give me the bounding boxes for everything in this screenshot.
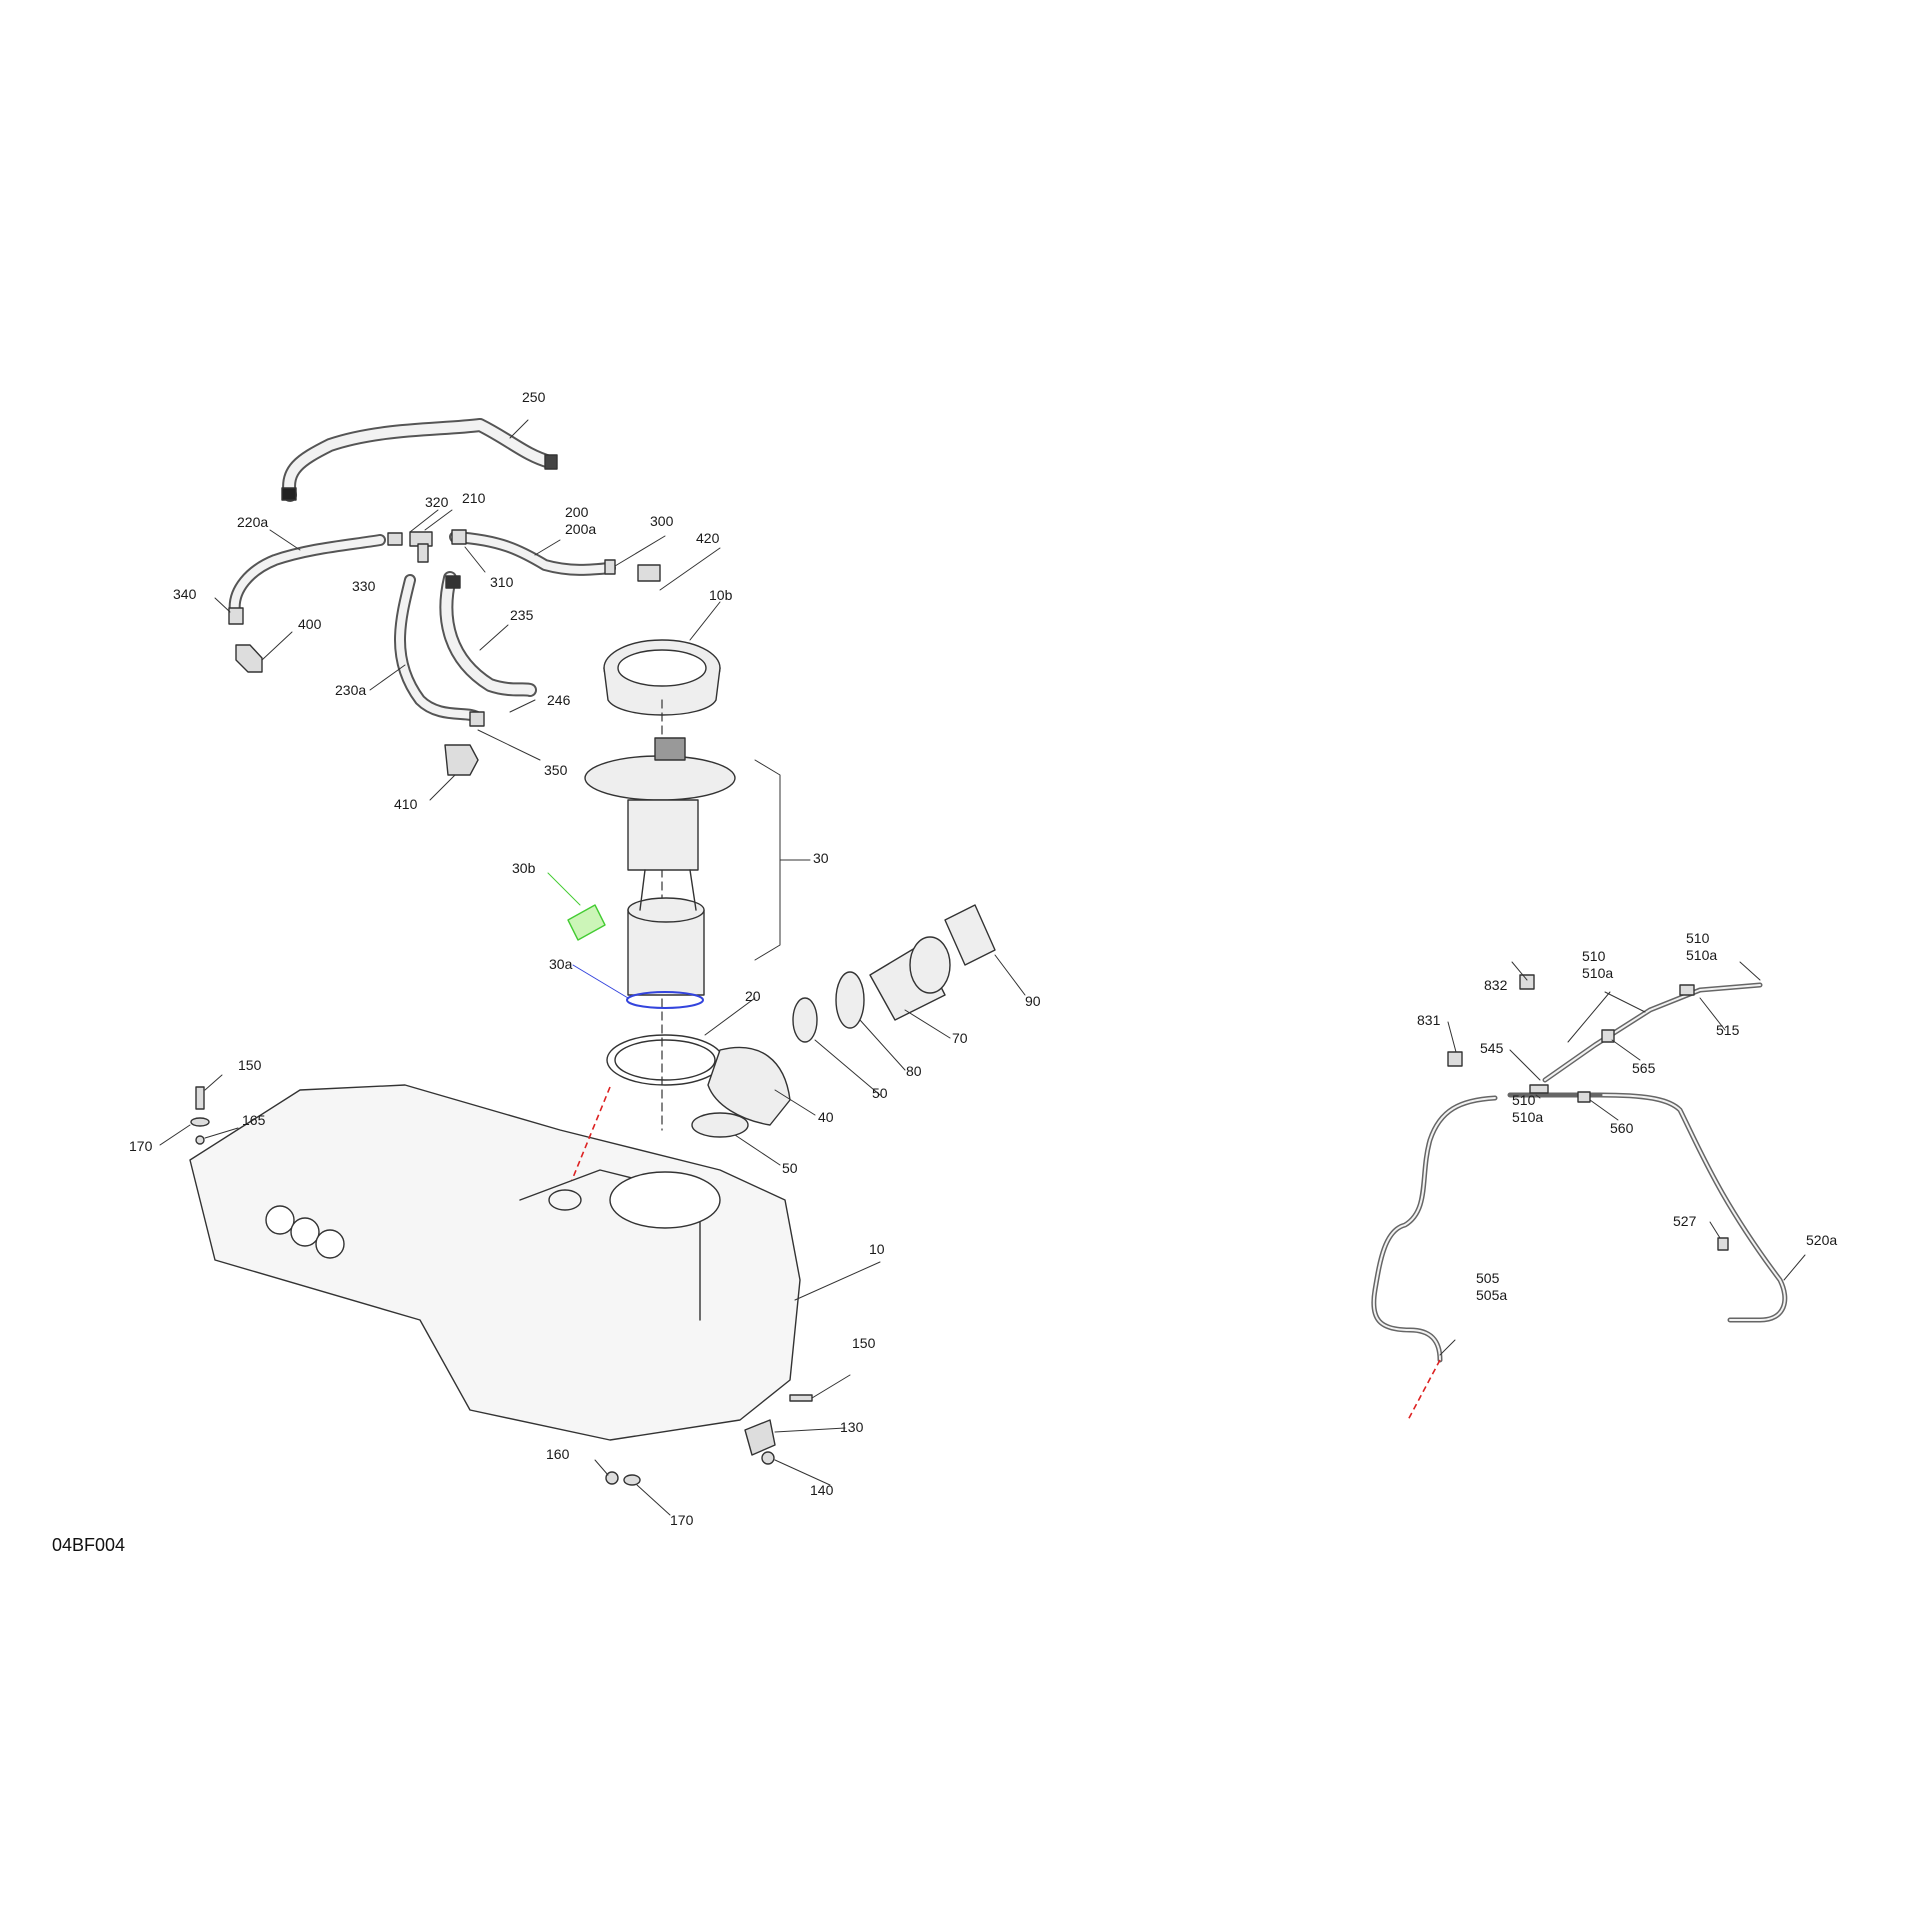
callout-320: 320 (425, 494, 449, 510)
oring-30a (572, 964, 704, 1009)
callout-235: 235 (510, 607, 534, 623)
callout-420: 420 (696, 530, 720, 546)
callout-300: 300 (650, 513, 674, 529)
callout-330: 330 (352, 578, 376, 594)
fittings-350-410 (429, 711, 541, 801)
filler-parts (691, 904, 1026, 1166)
callout-250: 250 (522, 389, 546, 405)
callout-527: 527 (1673, 1213, 1697, 1229)
hose-250 (281, 418, 558, 502)
callout-220a: 220a (237, 514, 269, 530)
callout-210: 210 (462, 490, 486, 506)
callout-170-bottom: 170 (670, 1512, 694, 1528)
fittings-340-400 (214, 597, 293, 673)
reference-dashes (571, 1086, 1441, 1421)
hose-220a (228, 529, 386, 618)
callout-30: 30 (813, 850, 829, 866)
fuel-tank-10 (189, 1084, 881, 1441)
callout-230a: 230a (335, 682, 367, 698)
callout-565: 565 (1632, 1060, 1656, 1076)
callout-340: 340 (173, 586, 197, 602)
callout-545: 545 (1480, 1040, 1504, 1056)
callout-90: 90 (1025, 993, 1041, 1009)
callout-520a: 520a (1806, 1232, 1838, 1248)
callout-831: 831 (1417, 1012, 1441, 1028)
callout-80: 80 (906, 1063, 922, 1079)
strainer-30b (547, 872, 606, 941)
callout-410: 410 (394, 796, 418, 812)
callout-130: 130 (840, 1419, 864, 1435)
callout-70: 70 (952, 1030, 968, 1046)
callout-150-right: 150 (852, 1335, 876, 1351)
callout-10b: 10b (709, 587, 733, 603)
callout-170-left: 170 (129, 1138, 153, 1154)
callout-20: 20 (745, 988, 761, 1004)
diagram-code: 04BF004 (52, 1535, 126, 1555)
tank-hardware-right (594, 1374, 851, 1516)
callout-310: 310 (490, 574, 514, 590)
hoses-230a-235 (369, 571, 537, 724)
callout-560: 560 (1610, 1120, 1634, 1136)
callout-350: 350 (544, 762, 568, 778)
callout-40: 40 (818, 1109, 834, 1125)
callout-165: 165 (242, 1112, 266, 1128)
callout-30a: 30a (549, 956, 573, 972)
callout-515: 515 (1716, 1022, 1740, 1038)
callout-246: 246 (547, 692, 571, 708)
callout-50-upper: 50 (872, 1085, 888, 1101)
vent-line-assembly (1371, 974, 1788, 1363)
callout-400: 400 (298, 616, 322, 632)
fittings-320-210-310 (387, 509, 721, 591)
tank-hardware-left (159, 1074, 239, 1146)
fuel-pump-module-30 (584, 737, 811, 996)
callout-140: 140 (810, 1482, 834, 1498)
hose-200 (449, 531, 616, 576)
callout-160: 160 (546, 1446, 570, 1462)
callout-30b: 30b (512, 860, 536, 876)
vent-line-leaders (1439, 961, 1806, 1356)
callout-832: 832 (1484, 977, 1508, 993)
callout-150-left: 150 (238, 1057, 262, 1073)
callout-10: 10 (869, 1241, 885, 1257)
callout-50-lower: 50 (782, 1160, 798, 1176)
lock-ring-10b (603, 601, 721, 716)
